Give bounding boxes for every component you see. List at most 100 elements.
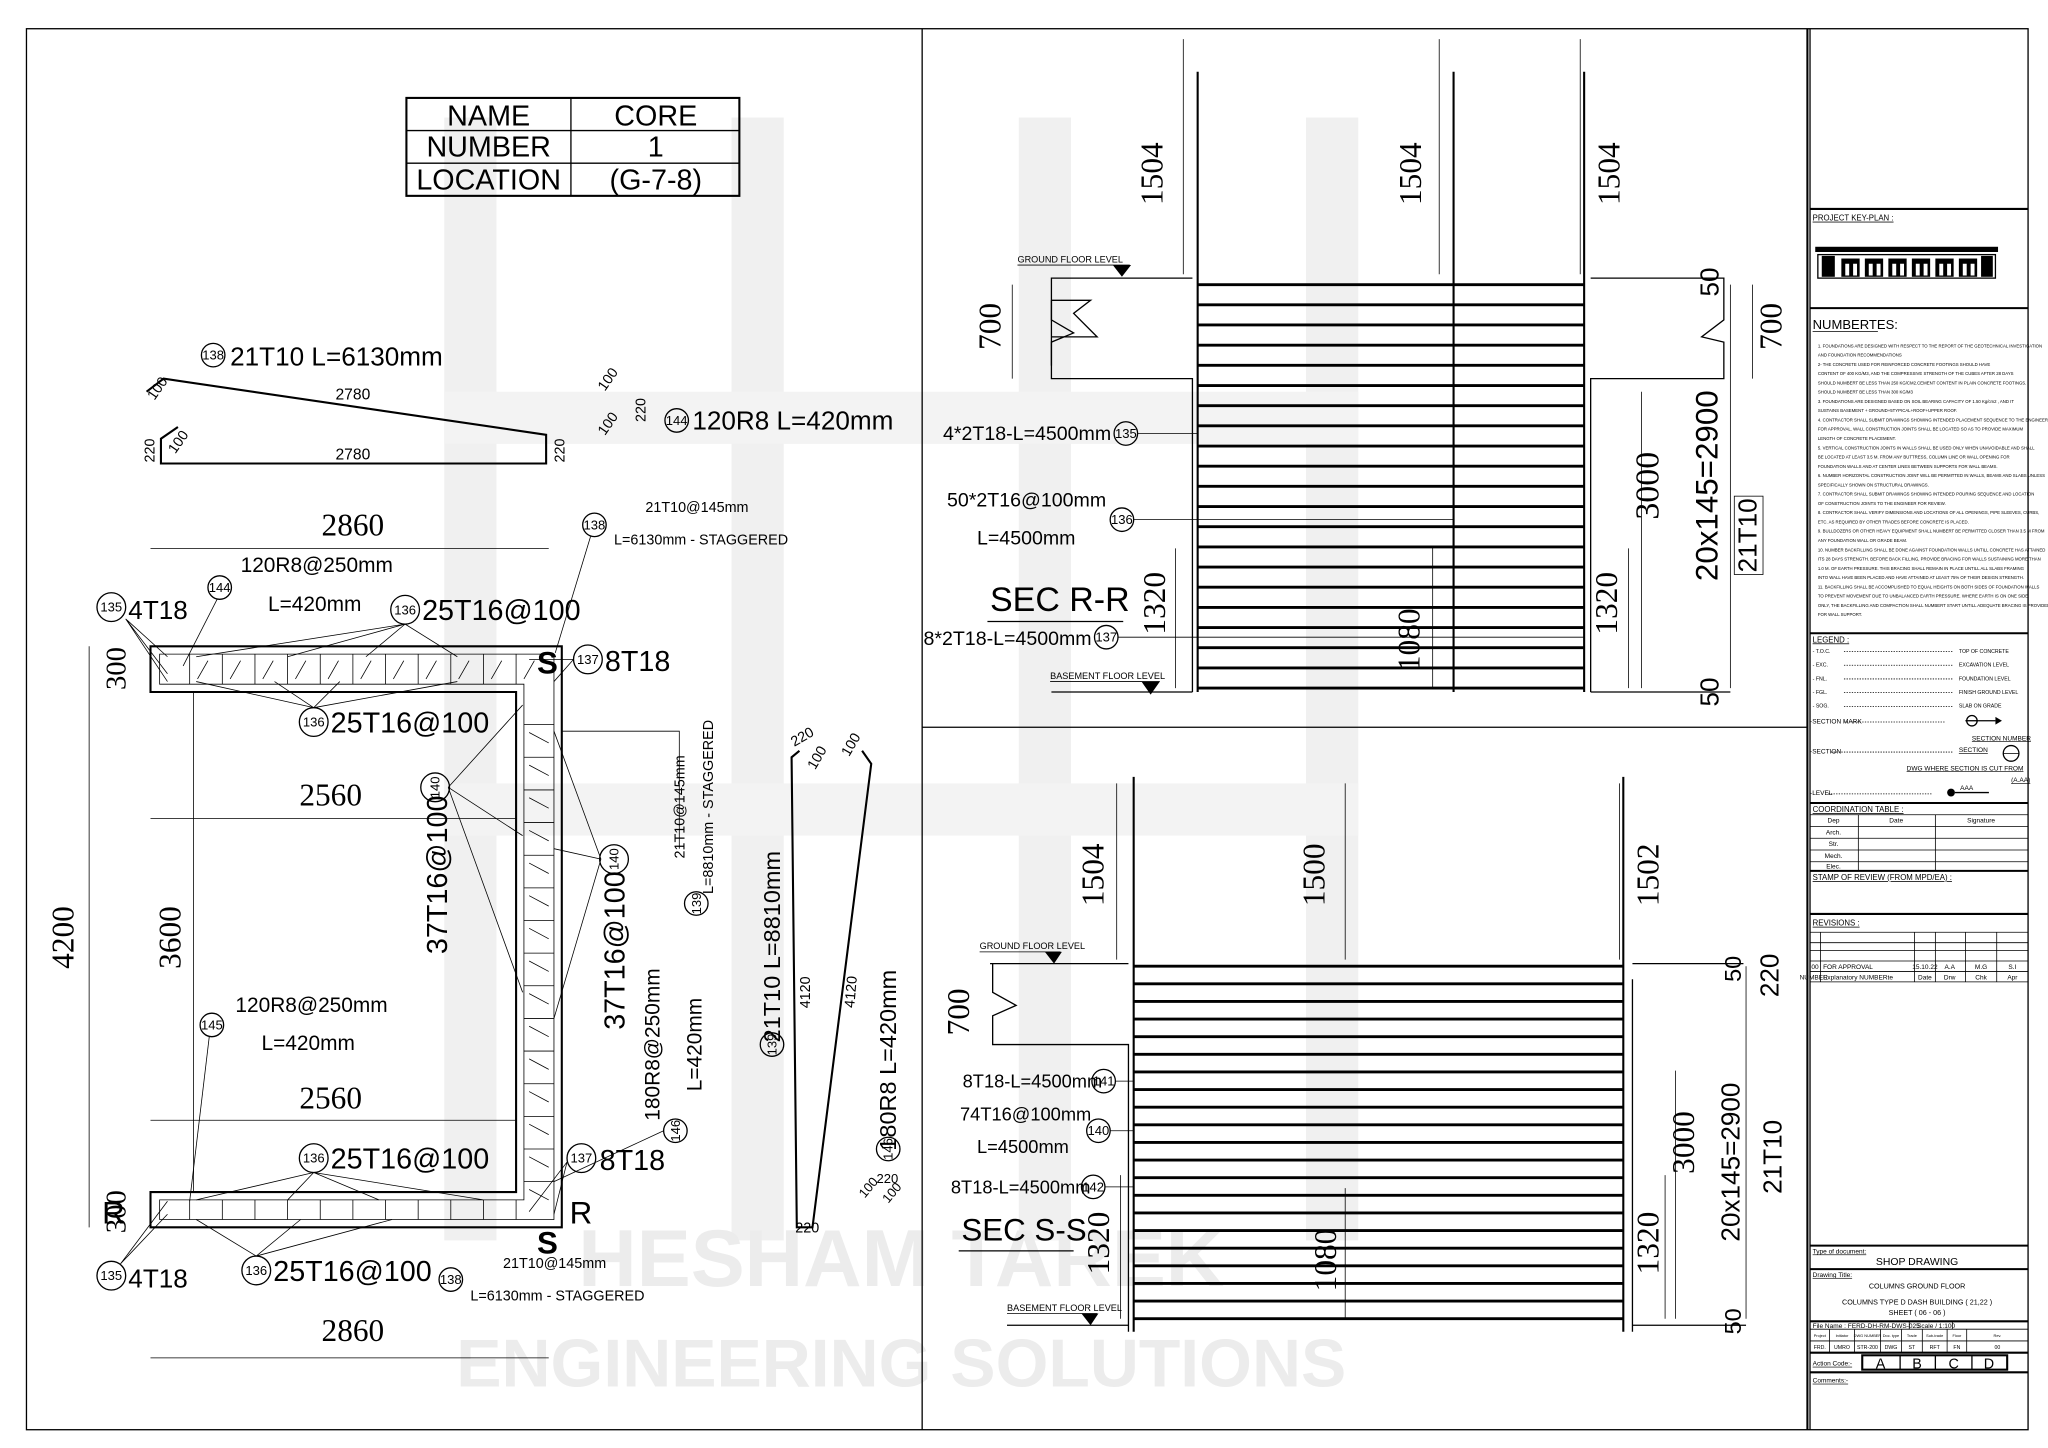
thickness-bottom: 300 <box>101 1190 133 1233</box>
bar-mark-139: 139 <box>683 891 709 916</box>
d-spacing-text: 20x145=2900 <box>1689 390 1724 581</box>
note-line: 10. NUMBER BACKFILLING SHALL BE DONE AGA… <box>1818 547 2045 552</box>
dim-inner-top: 2560 <box>299 778 362 813</box>
t139-2-text: L=8810mm - STAGGERED <box>701 720 717 894</box>
5-text: S.I <box>2008 964 2016 971</box>
revisions-title: REVISIONS : <box>1813 919 1860 928</box>
legend-dwg-where-text: DWG WHERE SECTION IS CUT FROM <box>1907 765 2024 772</box>
d1320-l-text: 1320 <box>1137 572 1172 635</box>
bar-138-bottom-length: 2780 <box>335 447 370 464</box>
bar-mark-136: 136 <box>390 594 421 625</box>
t144-1-text: 120R8@250mm <box>241 554 393 577</box>
t145-2-text: L=420mm <box>261 1032 354 1055</box>
m137-bot-text: 137 <box>570 1151 592 1166</box>
legend-abbr: - FGL. <box>1813 690 1828 696</box>
link-hook <box>528 797 549 809</box>
tie-text: 21T10 <box>1732 498 1762 572</box>
bar-mark-137: 137 <box>566 1143 597 1174</box>
watermark-line-2: ENGINEERING SOLUTIONS <box>456 1327 1346 1402</box>
t138-top-2-text: L=6130mm - STAGGERED <box>614 532 788 548</box>
info-value: DWG <box>1885 1345 1898 1351</box>
d1504-text: 1504 <box>1076 843 1111 906</box>
legend-section-number-text: SECTION NUMBER <box>1972 735 2031 742</box>
m137-top-text: 137 <box>577 652 599 667</box>
stamp-of-review-title: STAMP OF REVIEW (FROM MPD/EA) : <box>1813 873 1952 882</box>
bar-mark-136: 136 <box>241 1255 272 1286</box>
d1320-r-text: 1320 <box>1589 572 1624 635</box>
link-hook <box>523 660 535 680</box>
d1500-text: 1500 <box>1296 843 1331 906</box>
info-value: FRD. <box>1814 1345 1826 1351</box>
note-line: FOR APPROVAL. WALL CONSTRUCTION JOINTS S… <box>1818 427 2024 432</box>
2-text: Signature <box>1967 818 1995 825</box>
m136-d-text: 136 <box>245 1263 267 1278</box>
t141-text: 8T18-L=4500mm <box>963 1071 1103 1092</box>
mark139-text: 139 <box>765 1034 780 1056</box>
horizontal-ties <box>1197 283 1585 690</box>
top1-text: 220 <box>788 724 817 750</box>
s2-text: 220 <box>876 1171 898 1186</box>
5-text: Apr <box>2007 974 2018 981</box>
m145-text: 145 <box>201 1017 223 1032</box>
section-mark-r-left: R <box>102 1195 125 1230</box>
link-hook <box>528 732 549 744</box>
bar-mark-135: 135 <box>96 592 127 623</box>
bar-mark-140: 140 <box>420 772 451 803</box>
t140-2-text: L=4500mm <box>977 1136 1069 1157</box>
link-hook <box>528 1123 549 1135</box>
link-hook <box>262 660 274 680</box>
bar-mark-140: 140 <box>599 844 630 875</box>
revisions-table: 00 FOR APPROVAL 15.10.22 A.A M.G S.I NUM… <box>1800 931 2029 983</box>
location-label: LOCATION <box>416 164 561 196</box>
d50-top-text: 50 <box>1695 268 1725 297</box>
drawing-title: COLUMNS GROUND FLOOR <box>1869 1283 1965 1291</box>
legend-aaa2-text: (A.AA) <box>2011 777 2030 784</box>
note-line: 4. CONTRACTOR SHALL SUBMIT DRAWINGS SHOW… <box>1818 417 2048 422</box>
bar-mark-145: 145 <box>199 1012 225 1038</box>
1-text: Str. <box>1829 841 1839 848</box>
m136-text: 136 <box>1111 512 1133 527</box>
d1502-text: 1502 <box>1631 843 1666 906</box>
0-text: Arch. <box>1826 829 1841 836</box>
action-code-label-text: Action Code:- <box>1813 1361 1852 1368</box>
note-line: SHOULD NUMBERT BE LESS THAN 250 KG/CM2.C… <box>1818 380 2027 385</box>
d1320-l-text: 1320 <box>1081 1212 1116 1275</box>
link-hook <box>393 660 405 680</box>
bar-mark-140: 140 <box>1086 1118 1111 1144</box>
m138-top-text: 138 <box>584 517 606 532</box>
note-line: ITS 28 DAYS STRENGTH. BEFORE BACK FILLIN… <box>1818 557 2041 562</box>
action-code-b: B <box>1912 1356 1922 1372</box>
0-text: Dep <box>1828 818 1840 825</box>
horizontal-ties <box>1133 964 1624 1321</box>
mark-text: 144 <box>666 413 688 428</box>
bar-144-label: 120R8 L=420mm <box>692 406 893 436</box>
note-line: FOUNDATION WALLS AND AT CENTER LINES BET… <box>1818 464 1998 469</box>
d50-top-text: 50 <box>1720 956 1746 982</box>
note-line: SUSTAINS BASEMENT + GROUND+5TYPICAL+ROOF… <box>1818 408 1957 413</box>
1-text: Date <box>1889 818 1903 825</box>
t136-c-text: 25T16@100 <box>331 1144 490 1176</box>
note-line: 5. VERTICAL CONSTRUCTION JOINTS IN WALLS… <box>1818 445 2035 450</box>
key-plan-title: PROJECT KEY-PLAN : <box>1813 214 1894 223</box>
bar-mark-138: 138 <box>582 512 607 538</box>
link-hook <box>528 1058 549 1070</box>
bar-mark-135: 135 <box>96 1260 127 1291</box>
note-line: ETC. AS REQUIRED BY OTHER TRADES BEFORE … <box>1818 519 1969 524</box>
note-line: ANY FOUNDATION WALL OR GRADE BEAM. <box>1818 538 1907 543</box>
d700-text: 700 <box>941 988 976 1035</box>
ground-floor-level-label: GROUND FLOOR LEVEL <box>980 941 1085 951</box>
tie-text: 21T10 <box>1757 1120 1787 1194</box>
m135-bot-text: 135 <box>100 1268 122 1283</box>
link-hook <box>528 1091 549 1103</box>
2-text: Date <box>1918 974 1932 981</box>
bar-mark-136: 136 <box>1109 507 1135 533</box>
3-text: A.A <box>1944 964 1955 971</box>
m135-top-text: 135 <box>100 600 122 615</box>
dim-inner-height: 3600 <box>153 906 188 969</box>
core-plan: 2860 2560 2560 2860 4200 3600 300 300 13… <box>45 500 788 1359</box>
0-text: NUMBER <box>1800 974 1829 981</box>
d1504-c-text: 1504 <box>1591 142 1626 205</box>
t145-1-text: 120R8@250mm <box>235 994 387 1017</box>
note-line: 1. FOUNDATIONS ARE DESIGNED WITH RESPECT… <box>1818 343 2042 348</box>
d3000-text: 3000 <box>1630 452 1667 520</box>
